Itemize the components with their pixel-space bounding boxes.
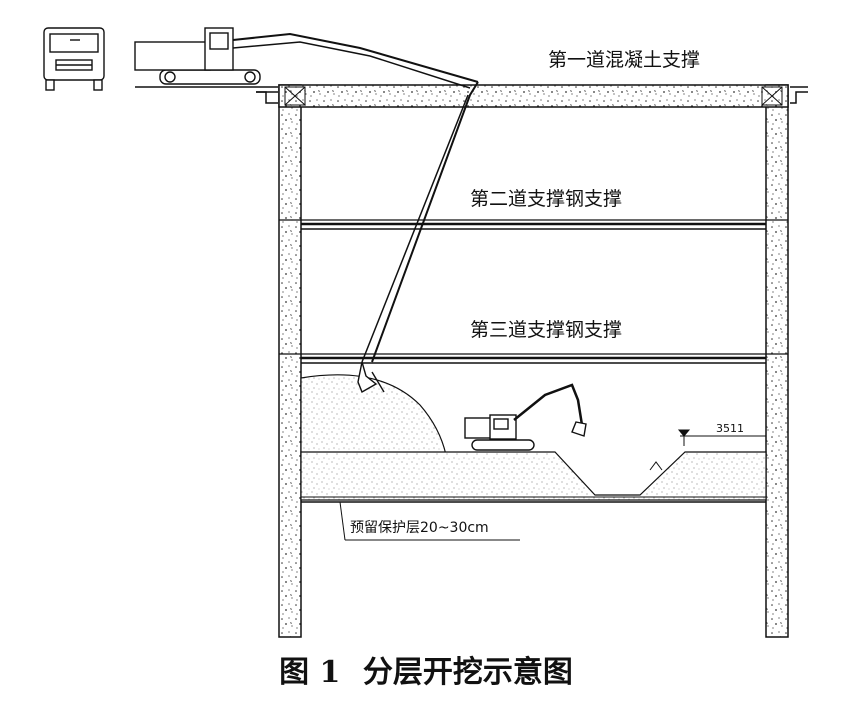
steel-strut-3	[279, 353, 788, 364]
slope-mark	[649, 461, 663, 471]
figure-title: 分层开挖示意图	[362, 655, 573, 690]
truck-icon	[43, 27, 105, 91]
elevation-label: 3511	[716, 422, 744, 435]
strut-2-label: 第二道支撑钢支撑	[470, 188, 622, 210]
excavator-icon	[464, 383, 587, 451]
diaphragm-wall-right	[765, 84, 789, 638]
soil-mound	[300, 374, 447, 456]
concrete-strut-1	[278, 84, 789, 108]
figure-number: 图 1	[279, 655, 341, 690]
soil-layer	[300, 451, 767, 503]
excavation-diagram: 预留保护层20~30cm 3511 第一道混凝土支撑 第二道支撑钢支撑 第三道支…	[43, 27, 808, 638]
long-reach-excavator-icon	[134, 27, 479, 394]
strut-3-label: 第三道支撑钢支撑	[470, 319, 622, 341]
diaphragm-wall-left	[278, 84, 302, 638]
figure-caption: 图 1 分层开挖示意图	[0, 648, 852, 698]
ground-surface	[135, 86, 808, 104]
protective-layer-callout	[339, 501, 520, 541]
elevation-marker	[677, 429, 766, 446]
protective-layer-label: 预留保护层20~30cm	[350, 520, 489, 536]
strut-1-label: 第一道混凝土支撑	[548, 49, 700, 71]
steel-strut-2	[279, 219, 788, 230]
